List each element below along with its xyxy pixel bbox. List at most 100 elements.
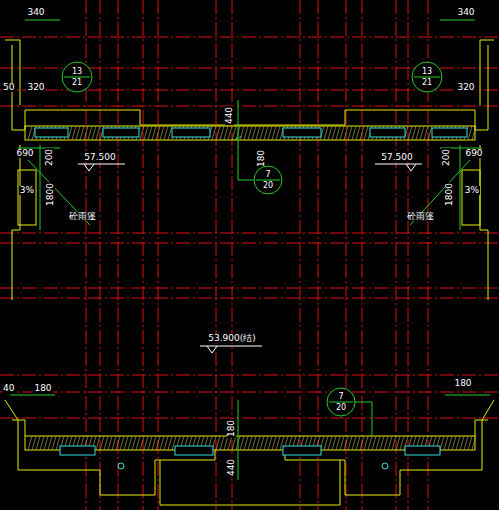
hatch-stroke	[108, 436, 112, 450]
dimension-text: 200	[443, 147, 452, 166]
hatch-stroke	[36, 436, 40, 450]
hatch-stroke	[148, 436, 152, 450]
hatch-stroke	[52, 436, 56, 450]
hatch-stroke	[256, 126, 260, 140]
hatch-stroke	[272, 126, 276, 140]
hatch-stroke	[240, 126, 244, 140]
axis-line	[346, 0, 347, 510]
hatch-stroke	[276, 436, 280, 450]
dimension-text: 180	[228, 418, 237, 437]
dimension-text: 180	[258, 148, 267, 167]
hatch-stroke	[416, 126, 420, 140]
hatch-stroke	[132, 436, 136, 450]
hatch-stroke	[380, 436, 384, 450]
hatch-stroke	[460, 436, 464, 450]
hatch-stroke	[424, 126, 428, 140]
dimension-text: 690	[15, 149, 34, 158]
hatch-stroke	[352, 436, 356, 450]
hatch-stroke	[448, 436, 452, 450]
hatch-stroke	[144, 126, 148, 140]
hatch-stroke	[224, 126, 228, 140]
note-text: 砼雨篷	[68, 212, 97, 221]
hatch-stroke	[328, 436, 332, 450]
hatch-stroke	[152, 436, 156, 450]
hatch-stroke	[80, 126, 84, 140]
hatch-stroke	[256, 436, 260, 450]
hatch-stroke	[160, 436, 164, 450]
hatch-stroke	[140, 436, 144, 450]
detail-number: 7	[253, 171, 283, 179]
circle-divider	[414, 77, 440, 78]
axis-line	[362, 0, 363, 510]
note-text: 砼雨篷	[406, 212, 435, 221]
wall-hatching	[28, 126, 476, 450]
hatch-stroke	[472, 436, 476, 450]
hatch-stroke	[464, 436, 468, 450]
hatch-stroke	[332, 126, 336, 140]
hatch-stroke	[168, 436, 172, 450]
hatch-stroke	[364, 126, 368, 140]
dimension-text: 440	[228, 457, 237, 476]
dimension-text: 690	[464, 149, 483, 158]
hatch-stroke	[336, 126, 340, 140]
hatch-stroke	[368, 436, 372, 450]
hatch-stroke	[216, 436, 220, 450]
hatch-stroke	[120, 436, 124, 450]
hatch-stroke	[324, 436, 328, 450]
hatch-stroke	[68, 126, 72, 140]
hatch-stroke	[260, 126, 264, 140]
hatch-stroke	[112, 436, 116, 450]
hatch-stroke	[136, 436, 140, 450]
hatch-stroke	[324, 126, 328, 140]
circle-outline	[326, 387, 356, 417]
dimension-text: 1800	[445, 182, 454, 207]
axis-line	[0, 106, 499, 107]
sheet-number: 21	[61, 79, 93, 87]
hatch-stroke	[224, 436, 228, 450]
axis-line	[216, 0, 217, 510]
hatch-stroke	[452, 436, 456, 450]
hatch-stroke	[244, 436, 248, 450]
hatch-stroke	[364, 436, 368, 450]
hatch-stroke	[116, 436, 120, 450]
dimension-text: 320	[26, 83, 45, 92]
dimension-text: 340	[456, 8, 475, 17]
hatch-stroke	[128, 436, 132, 450]
hatch-stroke	[472, 126, 476, 140]
callout-circle: 1321	[61, 61, 93, 93]
hatch-stroke	[336, 436, 340, 450]
hatch-stroke	[232, 436, 236, 450]
hatch-stroke	[156, 126, 160, 140]
axis-line	[0, 243, 499, 244]
hatch-stroke	[160, 126, 164, 140]
hatch-stroke	[348, 126, 352, 140]
hatch-stroke	[360, 126, 364, 140]
axis-line	[300, 0, 301, 510]
hatch-stroke	[72, 126, 76, 140]
hatch-stroke	[40, 436, 44, 450]
hatch-stroke	[244, 126, 248, 140]
hatch-stroke	[408, 126, 412, 140]
hatch-stroke	[228, 126, 232, 140]
hatch-stroke	[276, 126, 280, 140]
hatch-stroke	[232, 126, 236, 140]
dimension-text: 180	[453, 379, 472, 388]
dimension-text: 3%	[19, 186, 35, 195]
dimension-text: 3%	[464, 186, 480, 195]
callout-circle: 720	[253, 165, 283, 195]
circle-ring	[62, 62, 92, 92]
axis-line	[100, 0, 101, 510]
hatch-stroke	[144, 436, 148, 450]
hatch-stroke	[44, 436, 48, 450]
windows	[35, 128, 467, 469]
dimension-text: 200	[46, 147, 55, 166]
hatch-stroke	[360, 436, 364, 450]
hatch-stroke	[212, 126, 216, 140]
axis-line	[118, 0, 119, 510]
axis-line	[158, 0, 159, 510]
hatch-stroke	[252, 436, 256, 450]
hatch-stroke	[344, 126, 348, 140]
hatch-stroke	[32, 436, 36, 450]
level-marks	[78, 164, 422, 353]
